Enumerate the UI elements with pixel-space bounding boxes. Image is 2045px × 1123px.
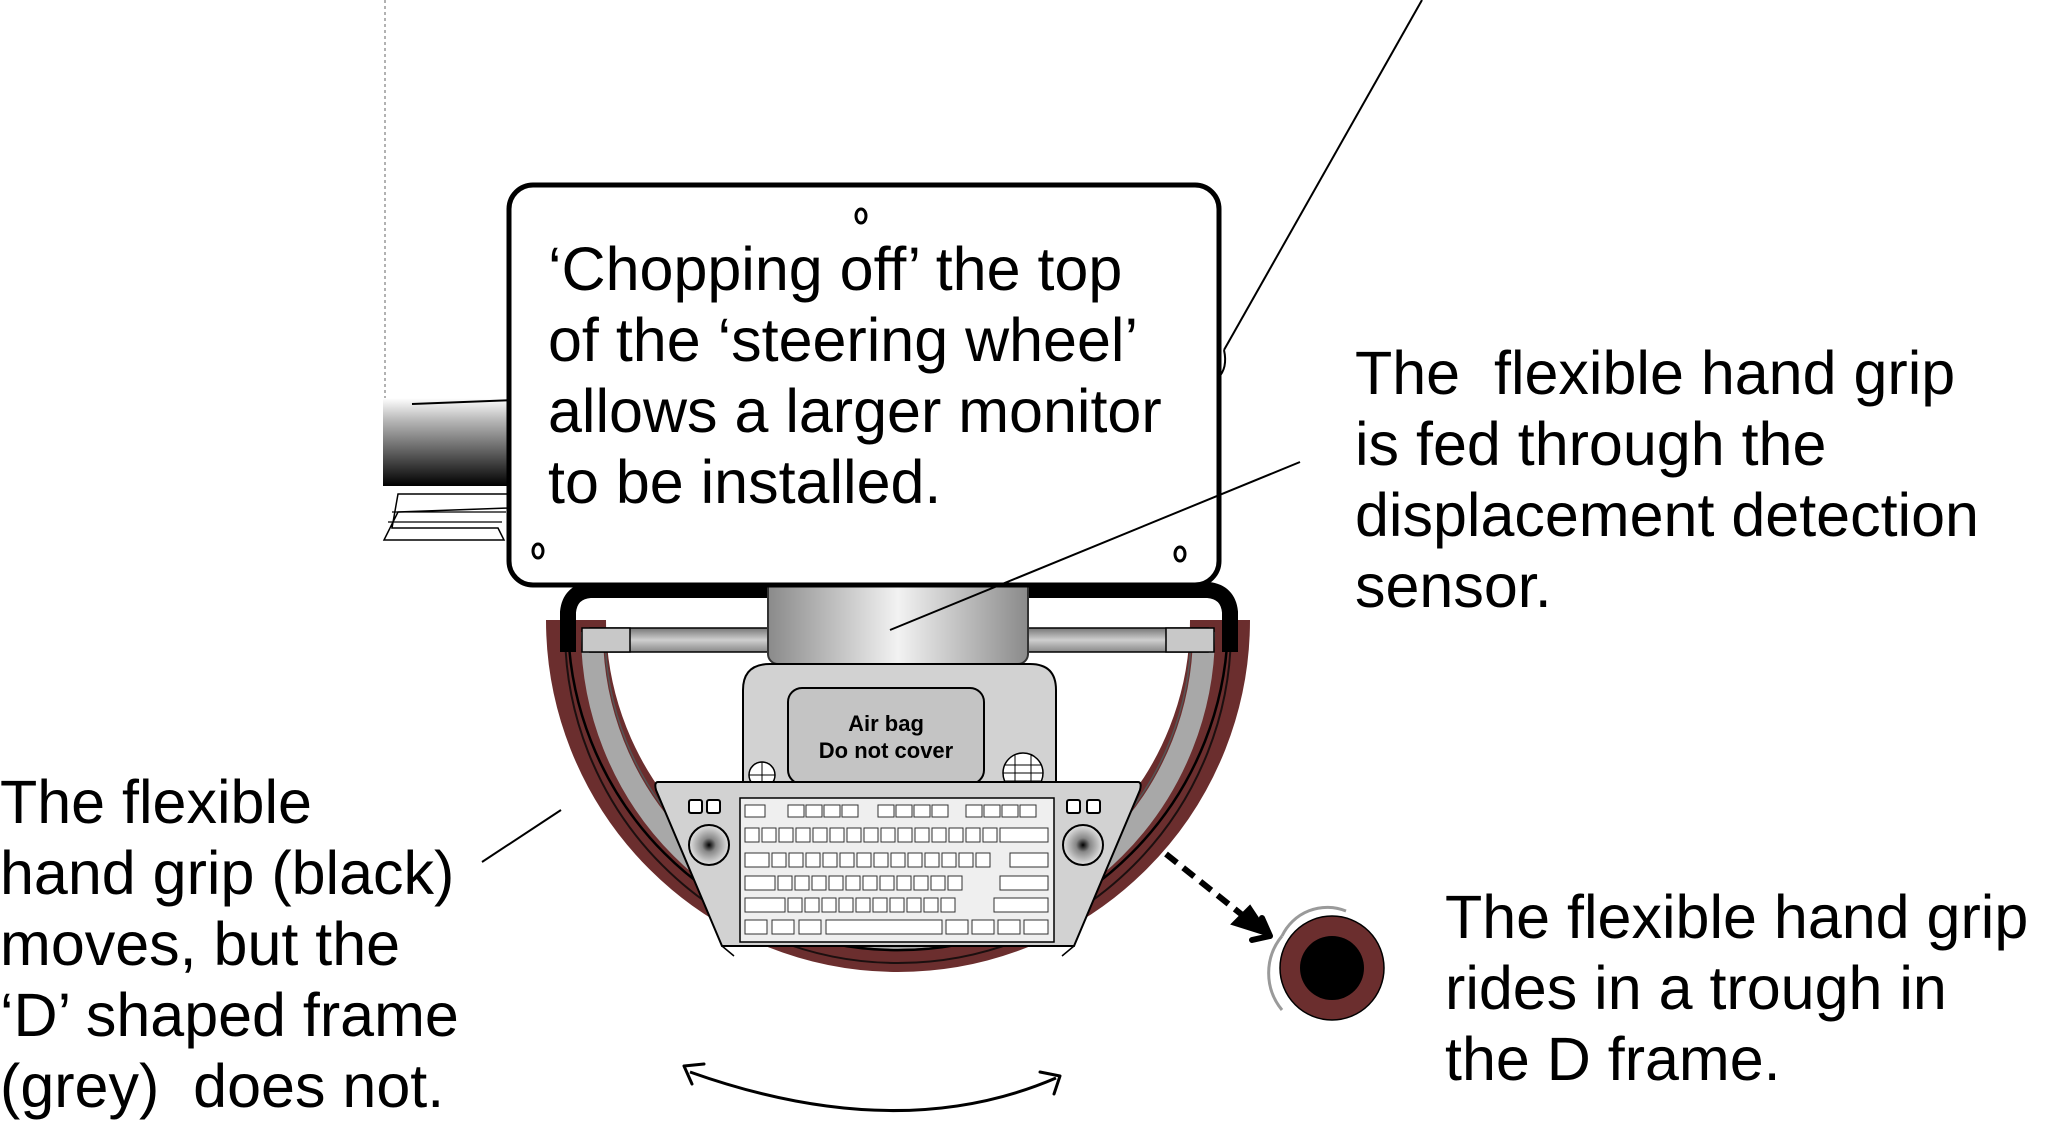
function-button [1086,799,1101,814]
grip-callout-line: hand grip (black) [0,839,455,907]
airbag-label: Air bag Do not cover [788,710,984,764]
mount-hole-right [1173,545,1187,563]
cross-section-arrow [1164,851,1273,943]
sensor-callout-line: displacement detection [1355,481,1979,549]
grip-callout-line: ‘D’ shaped frame [0,981,459,1049]
mount-hole-left [531,542,545,560]
small-monitor [506,182,1222,588]
sensor-pointer-line [889,461,1301,631]
keyboard [739,797,1055,943]
displacement-sensor [767,577,1029,665]
trackball-right [1062,824,1104,866]
trackball-left [688,824,730,866]
sensor-callout-line: is fed through the [1355,410,1827,478]
airbag-label-line: Do not cover [818,738,954,763]
monitor-callout-line: allows a larger monitor [548,377,1162,445]
sensor-callout: The flexible hand grip is fed through th… [1355,338,1979,622]
steering-hub [742,663,1057,794]
monitor-callout: ‘Chopping off’ the top of the ‘steering … [548,234,1162,518]
mount-hole-top [854,207,868,225]
grip-cross-section [1300,936,1364,1000]
keyboard-console [654,781,1142,957]
grip-callout-line: (grey) does not. [0,1052,445,1120]
monitor-callout-line: of the ‘steering wheel’ [548,306,1139,374]
trough-cross-section [1267,905,1385,1021]
function-button [688,799,703,814]
trough-callout-line: The flexible hand grip [1445,883,2029,951]
sensor-callout-line: sensor. [1355,552,1552,620]
grip-callout-line: moves, but the [0,910,401,978]
trough-callout-line: the D frame. [1445,1025,1781,1093]
monitor-arm [382,398,516,541]
trough-callout-line: rides in a trough in [1445,954,1947,1022]
trough-callout: The flexible hand grip rides in a trough… [1445,882,2028,1095]
monitor-callout-line: to be installed. [548,448,942,516]
monitor-callout-line: ‘Chopping off’ the top [548,235,1123,303]
grip-pointer-line [481,809,562,863]
grip-callout: The flexible hand grip (black) moves, bu… [0,767,459,1122]
sensor-callout-line: The flexible hand grip [1355,339,1956,407]
rotation-arrow [682,1062,1062,1112]
keyboard-keys [744,804,1049,935]
airbag-label-line: Air bag [848,711,924,736]
grip-callout-line: The flexible [0,768,312,836]
function-button [706,799,721,814]
function-button [1066,799,1081,814]
